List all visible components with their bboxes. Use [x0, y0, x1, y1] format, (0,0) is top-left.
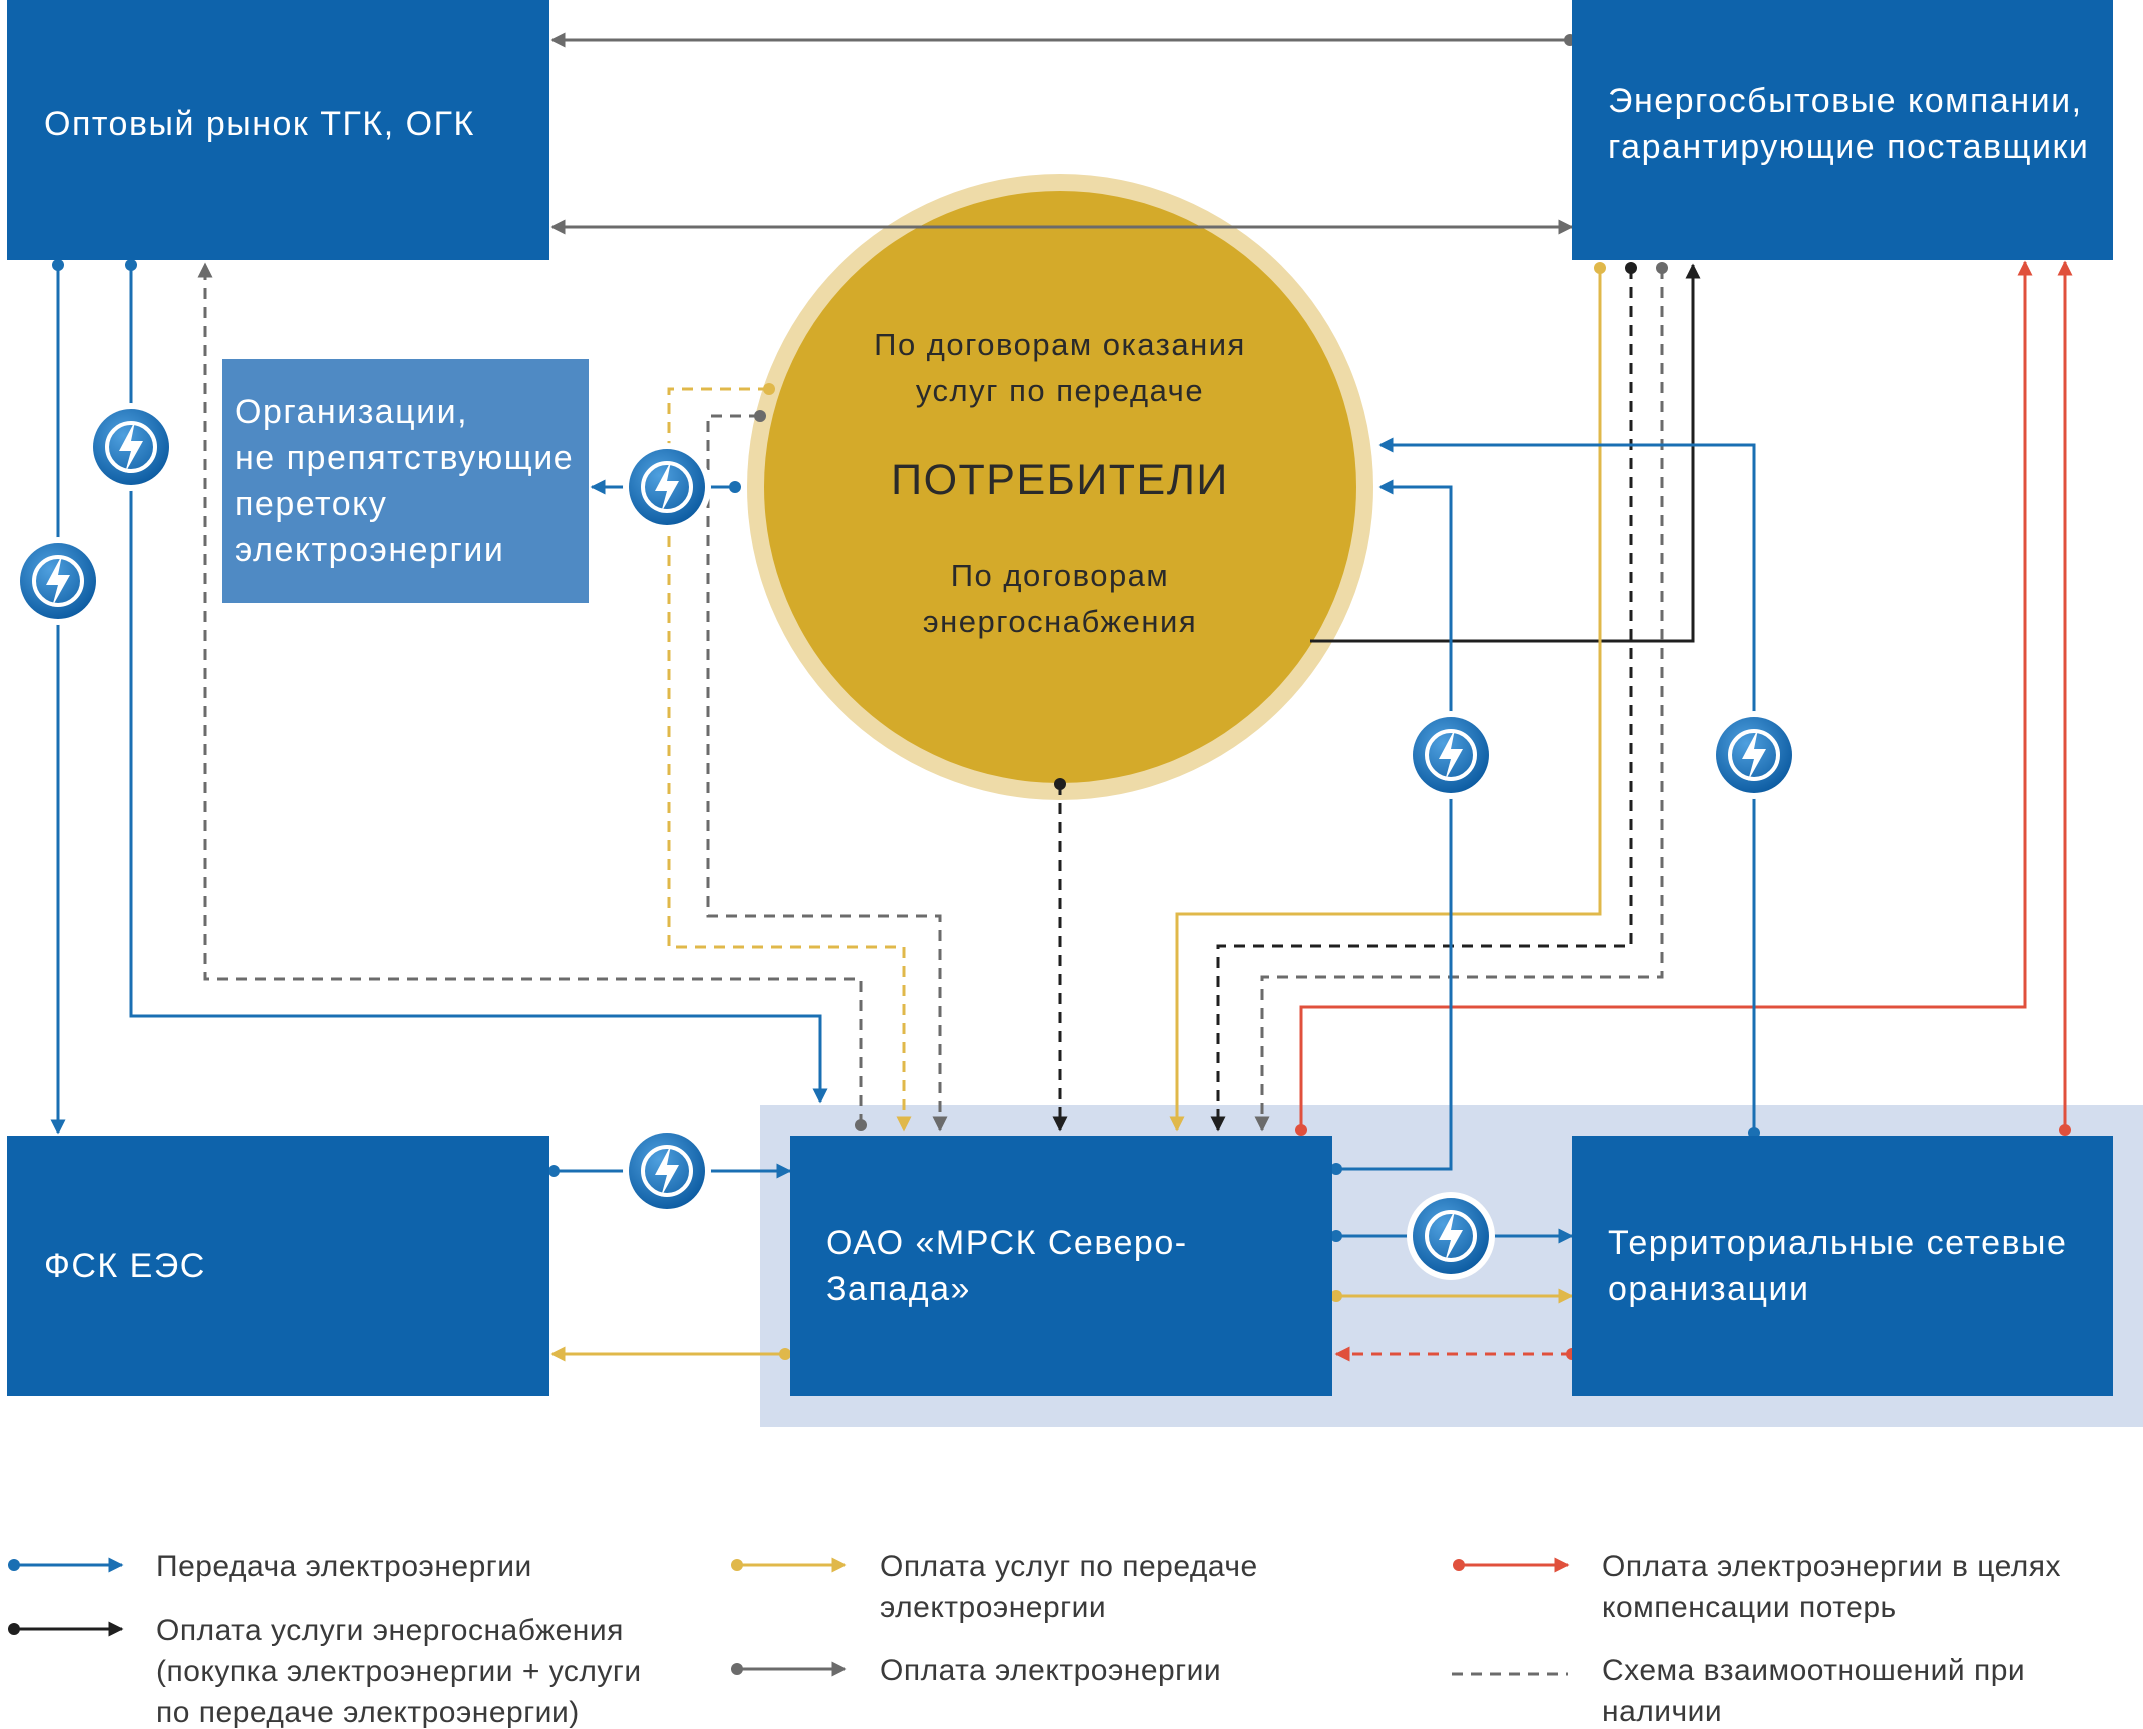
service-payment-mrsk-fsk — [550, 1346, 791, 1362]
consumers-title: ПОТРЕБИТЕЛИ — [891, 456, 1229, 504]
legend-transfer-label: Передача электроэнергии — [156, 1550, 532, 1583]
legend-supply-payment-symbol — [8, 1621, 124, 1637]
consumers-bottom-text: По договорам энергоснабжения — [922, 558, 1198, 639]
legend-service-payment-symbol — [731, 1557, 847, 1573]
lightning-icon — [1405, 709, 1497, 801]
lightning-icon — [85, 401, 177, 493]
legend-losses-payment-label: Оплата электроэнергии в целях компенсаци… — [1602, 1550, 2062, 1624]
energy-payment-suppliers-mrsk — [1254, 262, 1668, 1132]
territorial-box: Территориальные сетевые оранизации — [1572, 1136, 2113, 1396]
legend-service-payment-label: Оплата услуг по передаче электроэнергии — [880, 1550, 1258, 1624]
legend-losses-payment-symbol — [1453, 1557, 1570, 1573]
energy-payment-consumers-mrsk — [706, 410, 948, 1132]
losses-payment-territorial-suppliers — [2057, 260, 2073, 1136]
transfer-mrsk-consumers — [1330, 479, 1453, 1175]
supply-payment-suppliers-mrsk — [1210, 262, 1637, 1132]
service-payment-consumers-mrsk — [667, 383, 912, 1132]
territorial-label: Территориальные сетевые оранизации — [1608, 1224, 2068, 1308]
organizations-box: Организации, не препятствующие перетоку … — [222, 359, 589, 603]
legend-supply-payment-label: Оплата услуги энергоснабжения (покупка э… — [156, 1614, 642, 1729]
lightning-icon — [1708, 709, 1800, 801]
organizations-label: Организации, не препятствующие перетоку … — [235, 393, 575, 569]
transfer-wholesale-mrsk — [125, 259, 828, 1104]
legend-guarantee-scheme-label: Схема взаимоотношений при наличии статус… — [1602, 1654, 2026, 1728]
supply-payment-consumers-mrsk — [1052, 778, 1068, 1132]
consumers-circle — [764, 191, 1356, 783]
transfer-wholesale-fsk — [50, 259, 66, 1135]
supply-payment-consumers-suppliers — [1310, 263, 1701, 643]
fsk-box: ФСК ЕЭС — [7, 1136, 549, 1396]
mrsk-label: ОАО «МРСК Северо-Запада» — [826, 1224, 1188, 1308]
legend-energy-payment-symbol — [731, 1661, 847, 1677]
service-payment-mrsk-territorial — [1330, 1288, 1574, 1304]
losses-payment-mrsk-suppliers — [1295, 260, 2033, 1136]
mrsk-box: ОАО «МРСК Северо-Запада» — [790, 1136, 1332, 1396]
lightning-icon — [621, 441, 713, 533]
energy-payment-arrow-top — [550, 32, 1576, 48]
lightning-icon — [12, 535, 104, 627]
guarantee-scheme-mrsk-wholesale — [197, 262, 867, 1131]
suppliers-box: Энергосбытовые компании, гарантирующие п… — [1572, 0, 2113, 260]
fsk-label: ФСК ЕЭС — [44, 1247, 206, 1285]
legend-transfer-symbol — [8, 1557, 124, 1573]
consumers-top-text: По договорам оказания услуг по передаче — [874, 327, 1246, 408]
lightning-icon — [1405, 1190, 1497, 1282]
suppliers-label: Энергосбытовые компании, гарантирующие п… — [1608, 82, 2090, 166]
service-payment-suppliers-mrsk — [1169, 262, 1606, 1132]
wholesale-market-label: Оптовый рынок ТГК, ОГК — [44, 105, 475, 143]
legend-energy-payment-label: Оплата электроэнергии — [880, 1654, 1222, 1687]
lightning-icon — [621, 1125, 713, 1217]
wholesale-market-box: Оптовый рынок ТГК, ОГК — [7, 0, 549, 260]
